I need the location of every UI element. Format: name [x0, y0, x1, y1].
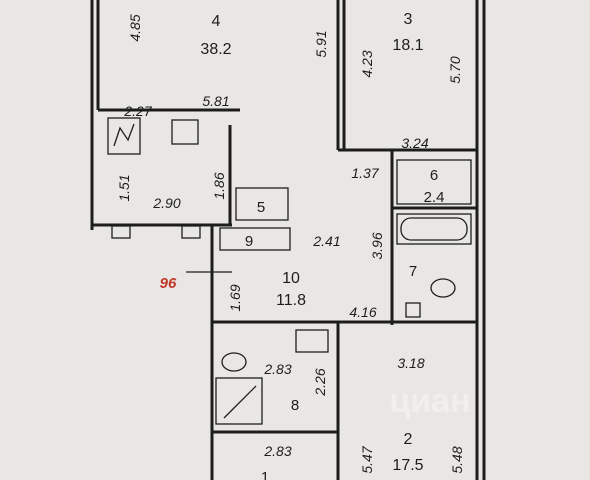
dim-3-18: 3.18 [397, 355, 424, 371]
room-7-number: 7 [409, 263, 417, 280]
dim-2-83-upper: 2.83 [263, 361, 291, 377]
dim-4-16: 4.16 [349, 304, 376, 320]
dim-1-86: 1.86 [211, 172, 227, 199]
room-5-number: 5 [257, 199, 265, 216]
room-6-area: 2.4 [424, 189, 445, 206]
room-1-number: 1 [261, 469, 269, 480]
dim-1-37: 1.37 [351, 165, 379, 181]
dim-5-48: 5.48 [449, 446, 465, 473]
dim-1-69: 1.69 [227, 284, 243, 311]
room-3-area: 18.1 [392, 37, 423, 54]
dim-5-70: 5.70 [447, 56, 463, 83]
dim-5-81: 5.81 [202, 93, 229, 109]
dim-2-41: 2.41 [312, 233, 340, 249]
fixtures [107, 117, 472, 425]
room-3-number: 3 [404, 11, 413, 28]
room-10-number: 10 [282, 270, 300, 287]
dim-5-91: 5.91 [313, 30, 329, 57]
dim-1-51: 1.51 [116, 174, 132, 201]
room-2-number: 2 [404, 431, 413, 448]
dim-5-47: 5.47 [359, 445, 375, 473]
room-9-number: 9 [245, 233, 253, 250]
dim-4-23: 4.23 [359, 50, 375, 77]
room-4-area: 38.2 [200, 41, 231, 58]
watermark: циан [389, 382, 470, 420]
apartment-number-marker: 96 [160, 275, 177, 292]
room-2-area: 17.5 [392, 457, 423, 474]
walls [90, 0, 486, 480]
dim-2-83-lower: 2.83 [263, 443, 291, 459]
room-8-number: 8 [291, 397, 299, 414]
dim-3-24: 3.24 [401, 135, 428, 151]
dim-2-90: 2.90 [152, 195, 180, 211]
room-4-number: 4 [212, 13, 221, 30]
dim-3-96: 3.96 [369, 232, 385, 259]
dim-4-85: 4.85 [127, 14, 143, 41]
dim-2-26: 2.26 [312, 368, 328, 396]
dim-2-27: 2.27 [123, 103, 152, 119]
room-6-number: 6 [430, 167, 438, 184]
room-10-area: 11.8 [276, 292, 306, 309]
